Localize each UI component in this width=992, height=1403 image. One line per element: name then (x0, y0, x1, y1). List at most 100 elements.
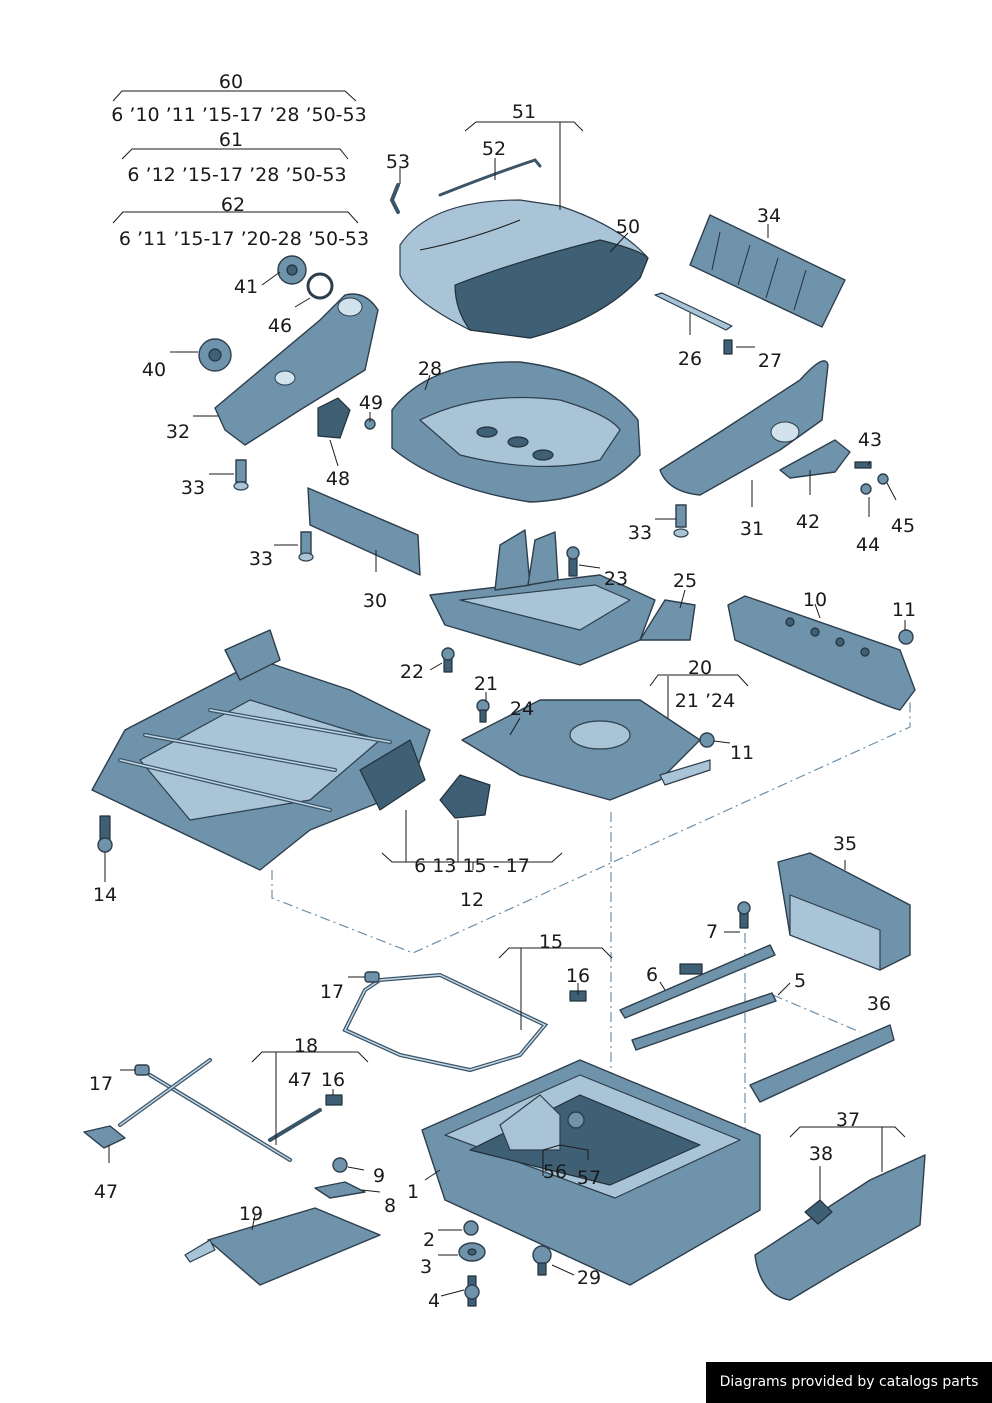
callout-6: 6 (646, 964, 658, 986)
callout-7: 7 (706, 921, 718, 943)
bolt-4 (464, 1275, 480, 1307)
callout-32: 32 (166, 421, 190, 443)
bolt-23 (566, 546, 580, 577)
clip-29 (532, 1245, 552, 1276)
callout-14: 14 (93, 884, 117, 906)
callout-45: 45 (891, 515, 915, 537)
backrest-panel (689, 214, 846, 328)
callout-33-c: 33 (628, 522, 652, 544)
callout-10: 10 (803, 589, 827, 611)
callout-48: 48 (326, 468, 350, 490)
screw-27 (723, 339, 733, 355)
cap-17-top (364, 971, 380, 983)
callout-27: 27 (758, 350, 782, 372)
lower-plate-24 (461, 699, 711, 801)
callout-31: 31 (740, 518, 764, 540)
clip-33-right (673, 504, 689, 538)
callout-30: 30 (363, 590, 387, 612)
callout-47-top: 47 (288, 1069, 312, 1091)
side-trim-right (659, 360, 829, 496)
callout-28: 28 (418, 358, 442, 380)
nut-44 (860, 483, 872, 495)
callout-50: 50 (616, 216, 640, 238)
callout-51: 51 (512, 101, 536, 123)
leader-lines (104, 121, 906, 1297)
callout-1: 1 (407, 1181, 419, 1203)
handwheel-40 (198, 338, 232, 372)
svg-text:62: 62 (221, 194, 245, 216)
callout-29: 29 (577, 1267, 601, 1289)
nut-2 (463, 1220, 479, 1236)
cover-clip (389, 183, 400, 214)
switch-48 (317, 397, 351, 439)
group-bracket-62: 62 6 ’11 ’15-17 ’20-28 ’50-53 (112, 194, 369, 250)
callout-17-top: 17 (320, 981, 344, 1003)
clip-38 (804, 1199, 833, 1225)
screw-7 (737, 901, 751, 929)
storage-box-35 (777, 852, 911, 971)
lever-42 (779, 439, 851, 479)
side-trim-left (214, 293, 379, 446)
bolt-14 (97, 815, 113, 853)
callout-24: 24 (510, 698, 534, 720)
callout-33-b: 33 (249, 548, 273, 570)
callout-33-a: 33 (181, 477, 205, 499)
group-12-members: 6 13 15 - 17 (414, 855, 530, 877)
callout-18: 18 (294, 1035, 318, 1057)
screw-43 (854, 461, 872, 469)
group-20-members: 21 ’24 (675, 690, 735, 712)
trim-strip (654, 292, 733, 331)
callout-26: 26 (678, 348, 702, 370)
cap-17-left (134, 1064, 150, 1076)
callout-19: 19 (239, 1203, 263, 1225)
callout-9: 9 (373, 1165, 385, 1187)
trim-rail-10 (727, 595, 916, 711)
callout-56: 56 (543, 1161, 567, 1183)
clip-16-left (325, 1094, 343, 1106)
clip-33-left-2 (298, 531, 314, 562)
bolt-22 (441, 647, 455, 673)
seat-frame-12 (91, 629, 431, 871)
callout-20: 20 (688, 657, 712, 679)
callout-53: 53 (386, 151, 410, 173)
group-62-members: 6 ’11 ’15-17 ’20-28 ’50-53 (119, 228, 369, 250)
strip-36 (749, 1024, 895, 1103)
ring-46 (306, 272, 334, 300)
callout-34: 34 (757, 205, 781, 227)
bracket-56 (499, 1094, 561, 1151)
callout-4: 4 (428, 1290, 440, 1312)
callout-57: 57 (577, 1167, 601, 1189)
callout-35: 35 (833, 833, 857, 855)
bracket-8 (314, 1181, 366, 1199)
callout-8: 8 (384, 1195, 396, 1217)
group-61-members: 6 ’12 ’15-17 ’28 ’50-53 (127, 164, 346, 186)
handwheel-41 (277, 255, 307, 285)
rail-6 (619, 944, 776, 1019)
cover-37 (754, 1154, 926, 1301)
nut-9 (332, 1157, 348, 1173)
washer-3 (458, 1242, 486, 1262)
callout-23: 23 (604, 568, 628, 590)
handle-47 (83, 1125, 126, 1149)
callout-38: 38 (809, 1143, 833, 1165)
callout-11-mid: 11 (730, 742, 754, 764)
callout-25: 25 (673, 570, 697, 592)
seat-pan-25 (429, 529, 696, 666)
callout-41: 41 (234, 276, 258, 298)
cap-45 (877, 473, 889, 485)
trim-panel-30 (307, 487, 421, 576)
callout-44: 44 (856, 534, 880, 556)
callout-46: 46 (268, 315, 292, 337)
screw-21 (476, 699, 490, 723)
callout-16-left: 16 (321, 1069, 345, 1091)
callout-47-bottom: 47 (94, 1181, 118, 1203)
cushion-pan (391, 361, 641, 503)
bolt-57 (567, 1111, 585, 1129)
callout-11-top: 11 (892, 599, 916, 621)
wire-frame-15 (342, 972, 549, 1073)
clip-33-left-1 (233, 459, 249, 491)
group-60-members: 6 ’10 ’11 ’15-17 ’28 ’50-53 (111, 104, 366, 126)
motor-13 (439, 774, 491, 819)
callout-2: 2 (423, 1229, 435, 1251)
